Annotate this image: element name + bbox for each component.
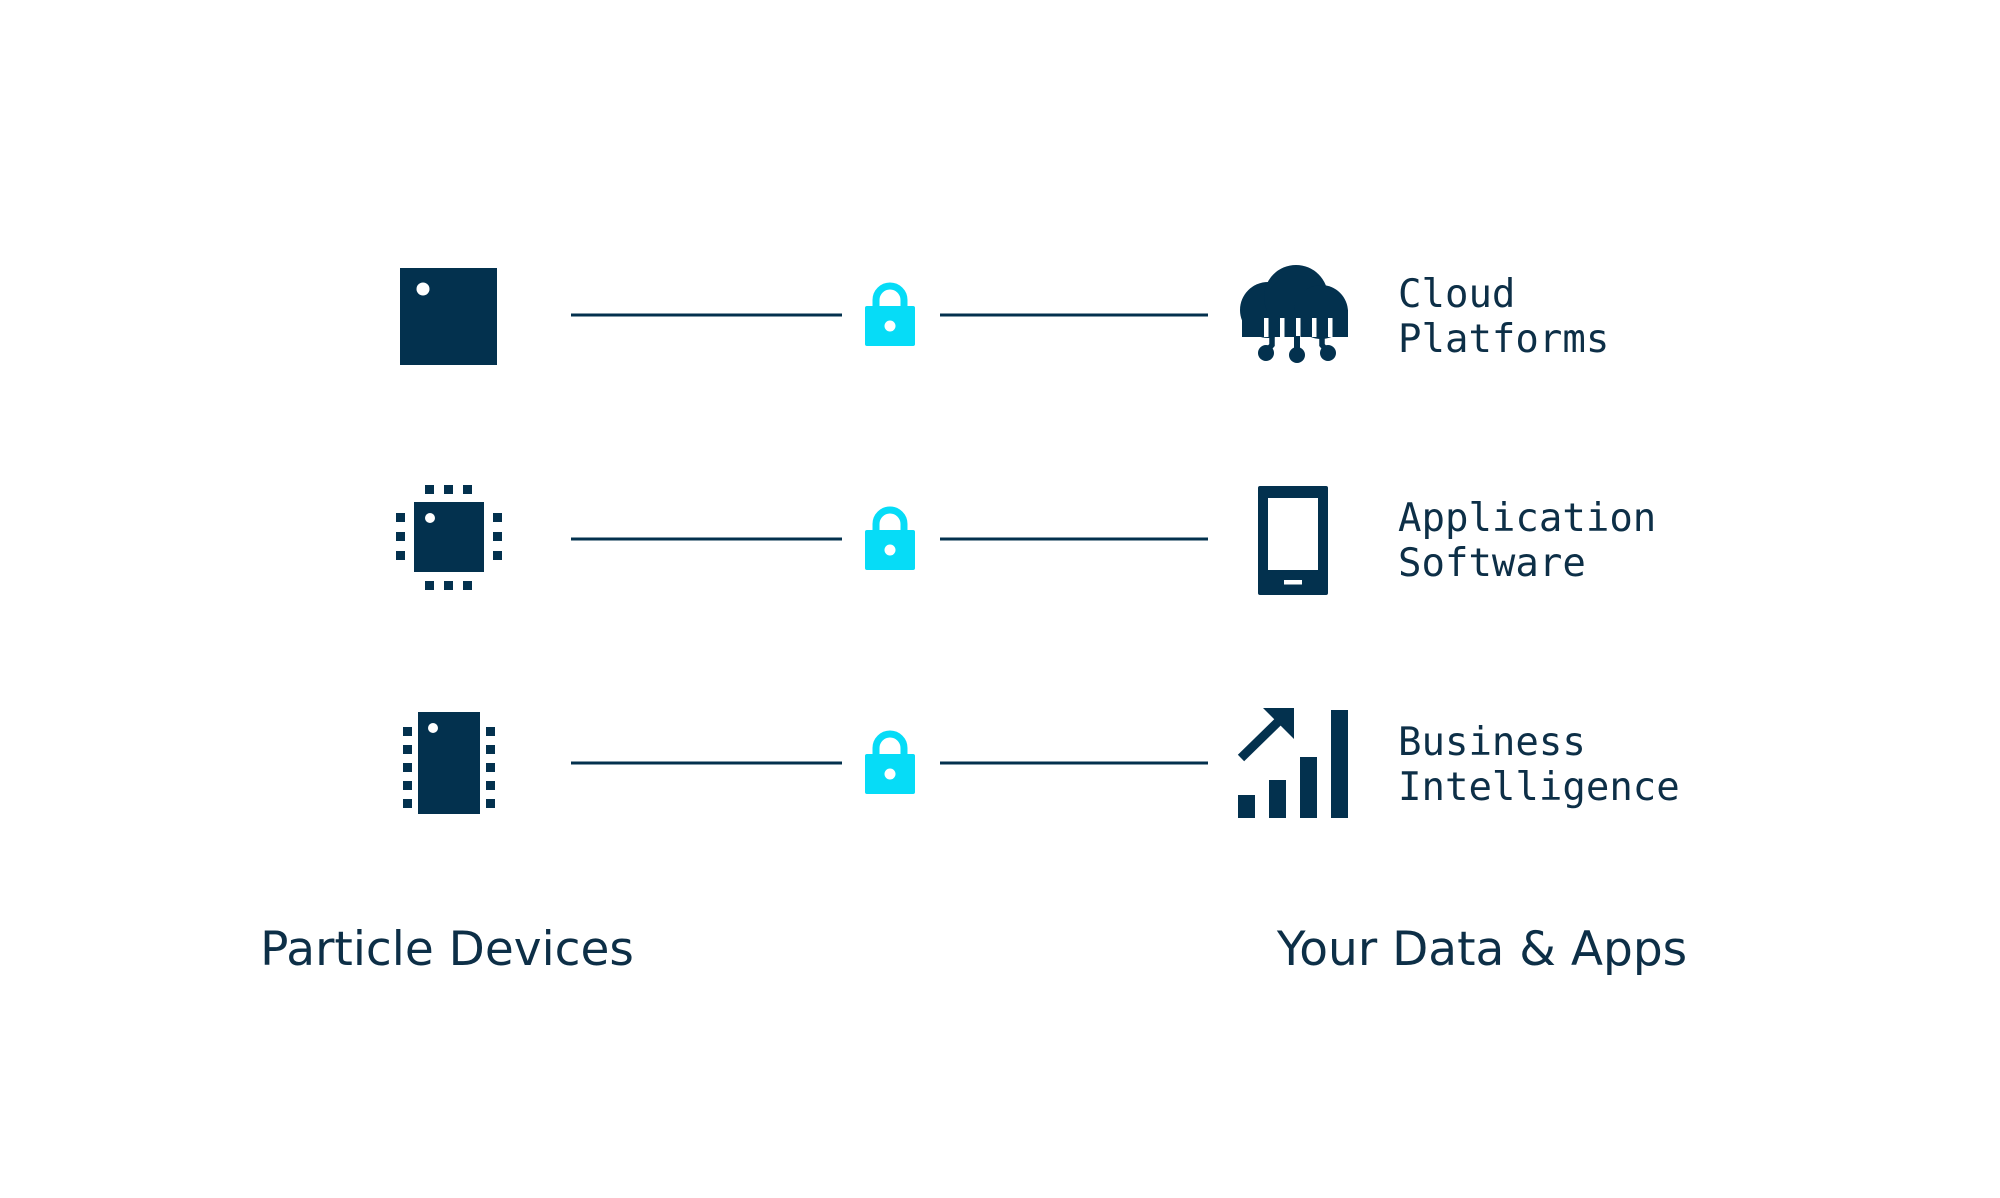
microcontroller-chip-icon xyxy=(396,485,502,590)
padlock-icon xyxy=(865,506,915,570)
connection-row-application: Application Software xyxy=(396,485,1656,595)
service-label-line1: Cloud xyxy=(1398,272,1515,317)
service-label-line1: Business xyxy=(1398,720,1586,765)
padlock-icon xyxy=(865,730,915,794)
smartphone-icon xyxy=(1258,486,1328,595)
padlock-icon xyxy=(865,282,915,346)
connection-row-cloud: Cloud Platforms xyxy=(400,265,1609,365)
caption-particle-devices: Particle Devices xyxy=(260,922,634,977)
service-label-line2: Software xyxy=(1398,541,1586,586)
service-label-line1: Application xyxy=(1398,496,1656,541)
growth-chart-icon xyxy=(1237,708,1348,818)
service-label-line2: Platforms xyxy=(1398,317,1609,362)
service-label-line2: Intelligence xyxy=(1398,765,1680,810)
caption-your-data-apps: Your Data & Apps xyxy=(1276,922,1687,977)
connection-row-business: Business Intelligence xyxy=(403,708,1680,818)
dip-chip-icon xyxy=(403,712,495,814)
cloud-circuit-icon xyxy=(1240,265,1348,363)
square-chip-icon xyxy=(400,268,497,365)
